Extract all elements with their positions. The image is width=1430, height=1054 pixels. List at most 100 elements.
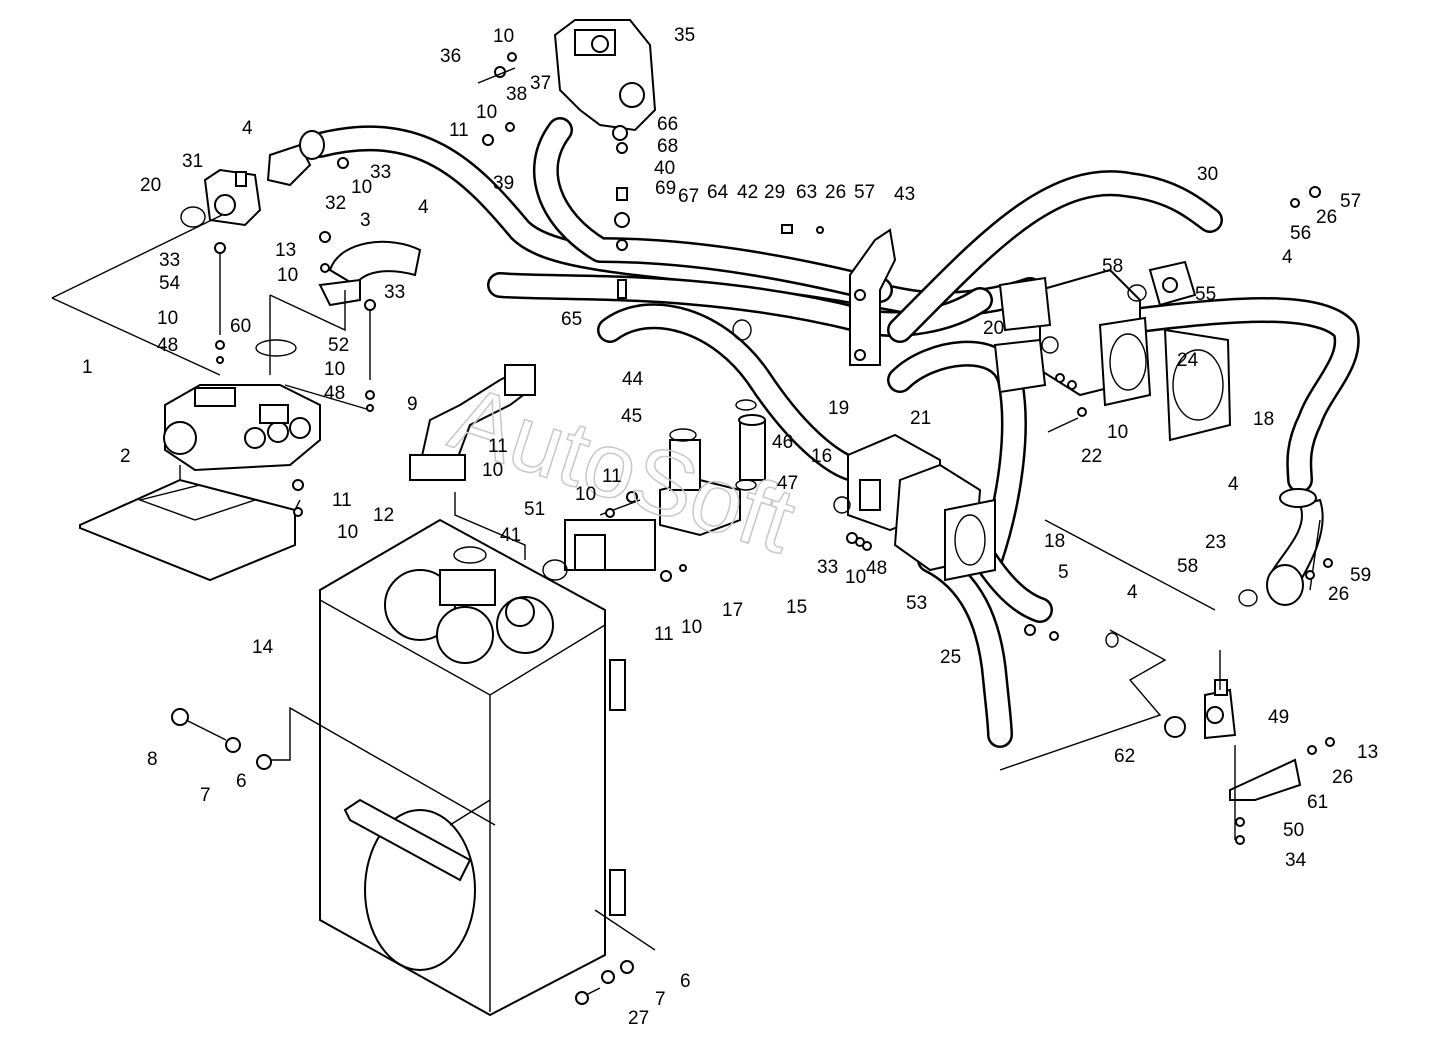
callout-label-46: 46: [772, 432, 793, 453]
callout-label-64: 64: [707, 182, 729, 203]
callout-label-10-5: 10: [157, 308, 178, 329]
callout-label-65: 65: [561, 309, 582, 330]
callout-label-26: 26: [825, 182, 846, 203]
callout-label-56: 56: [1290, 223, 1311, 244]
callout-label-22: 22: [1081, 446, 1102, 467]
callout-label-61: 61: [1307, 792, 1328, 813]
callout-label-37: 37: [530, 73, 551, 94]
callout-label-13-2: 13: [1357, 742, 1378, 763]
callout-labels: 1234444456677891010101010101010101010101…: [82, 25, 1378, 1029]
pipe-9: [409, 364, 536, 481]
callout-label-4-3: 4: [1282, 247, 1293, 268]
valve-31: [203, 168, 262, 227]
elbow-23: [1266, 488, 1324, 606]
callout-label-20-2: 20: [983, 318, 1004, 339]
callout-label-11-5: 11: [654, 624, 674, 645]
callout-label-58: 58: [1102, 256, 1123, 277]
valve-block-1: [163, 384, 321, 472]
callout-label-30: 30: [1197, 164, 1218, 185]
callout-label-13: 13: [275, 240, 296, 261]
bracket-61: [1229, 758, 1302, 801]
block-55: [1148, 260, 1197, 307]
callout-label-53: 53: [906, 593, 927, 614]
callout-label-33-3: 33: [384, 282, 405, 303]
callout-label-10-11: 10: [1107, 422, 1128, 443]
callout-label-45: 45: [621, 406, 642, 427]
callout-label-10-3: 10: [351, 177, 372, 198]
callout-label-57: 57: [854, 182, 875, 203]
flange-4-top: [266, 130, 325, 187]
callout-label-26-2: 26: [1316, 207, 1337, 228]
callout-label-10: 10: [493, 26, 514, 47]
callout-label-21: 21: [910, 408, 931, 429]
callout-label-39: 39: [493, 173, 514, 194]
callout-label-7-2: 7: [655, 989, 666, 1010]
callout-label-1: 1: [82, 357, 93, 378]
plate-18-right: [1163, 328, 1232, 442]
callout-label-51: 51: [524, 499, 545, 520]
callout-label-34: 34: [1285, 850, 1307, 871]
callout-label-36: 36: [440, 46, 461, 67]
callout-label-48-3: 48: [866, 558, 887, 579]
callout-label-3: 3: [360, 210, 371, 231]
callout-label-33: 33: [370, 162, 391, 183]
callout-label-48: 48: [157, 335, 178, 356]
callout-label-47: 47: [777, 473, 798, 494]
block-20: [993, 276, 1052, 394]
o-rings: [180, 206, 1258, 648]
callout-label-59: 59: [1350, 565, 1371, 586]
callout-label-10-9: 10: [337, 522, 358, 543]
callout-label-55: 55: [1195, 284, 1216, 305]
callout-label-10-10: 10: [681, 617, 702, 638]
callout-label-58-2: 58: [1177, 556, 1198, 577]
callout-label-29: 29: [764, 182, 785, 203]
bracket-43: [849, 228, 897, 366]
callout-label-12: 12: [373, 505, 394, 526]
callout-label-54: 54: [159, 273, 181, 294]
callout-label-26-3: 26: [1328, 584, 1349, 605]
callout-label-19: 19: [828, 398, 849, 419]
callout-label-17: 17: [722, 600, 743, 621]
callout-label-68: 68: [657, 136, 678, 157]
callout-label-41: 41: [500, 525, 521, 546]
bracket-tank-side: [609, 659, 626, 916]
callout-label-10-6: 10: [324, 359, 345, 380]
callout-label-43: 43: [894, 184, 915, 205]
callout-label-50: 50: [1283, 820, 1304, 841]
callout-label-33-4: 33: [817, 557, 838, 578]
callout-label-40: 40: [654, 158, 675, 179]
callout-label-24: 24: [1177, 350, 1199, 371]
callout-label-4-4: 4: [1228, 474, 1239, 495]
pipe-46: [669, 414, 766, 491]
callout-label-52: 52: [328, 335, 349, 356]
callout-label-63: 63: [796, 182, 817, 203]
callout-label-5: 5: [1058, 562, 1069, 583]
plate-18-mid: [944, 498, 996, 582]
callout-label-8: 8: [147, 749, 158, 770]
callout-label-57-2: 57: [1340, 191, 1361, 212]
callout-label-35: 35: [674, 25, 695, 46]
callout-label-10-7: 10: [482, 460, 503, 481]
callout-label-11-2: 11: [488, 436, 508, 457]
tank-14: [319, 518, 606, 1017]
callout-label-23: 23: [1205, 532, 1226, 553]
callout-label-60: 60: [230, 316, 251, 337]
callout-label-11-3: 11: [602, 466, 622, 487]
callout-label-25: 25: [940, 647, 961, 668]
callout-label-6: 6: [236, 771, 247, 792]
callout-label-66: 66: [657, 114, 678, 135]
hose-lines: [307, 117, 1360, 748]
callout-label-10-12: 10: [845, 567, 866, 588]
callout-label-18: 18: [1253, 409, 1274, 430]
callout-label-67: 67: [678, 186, 699, 207]
nut-62: [1164, 716, 1186, 738]
valve-49: [1204, 679, 1237, 740]
callout-label-62: 62: [1114, 746, 1135, 767]
callout-label-31: 31: [182, 151, 203, 172]
callout-label-11-4: 11: [332, 490, 352, 511]
callout-label-42: 42: [737, 182, 758, 203]
callout-label-33-2: 33: [159, 250, 180, 271]
callout-label-44: 44: [622, 369, 644, 390]
